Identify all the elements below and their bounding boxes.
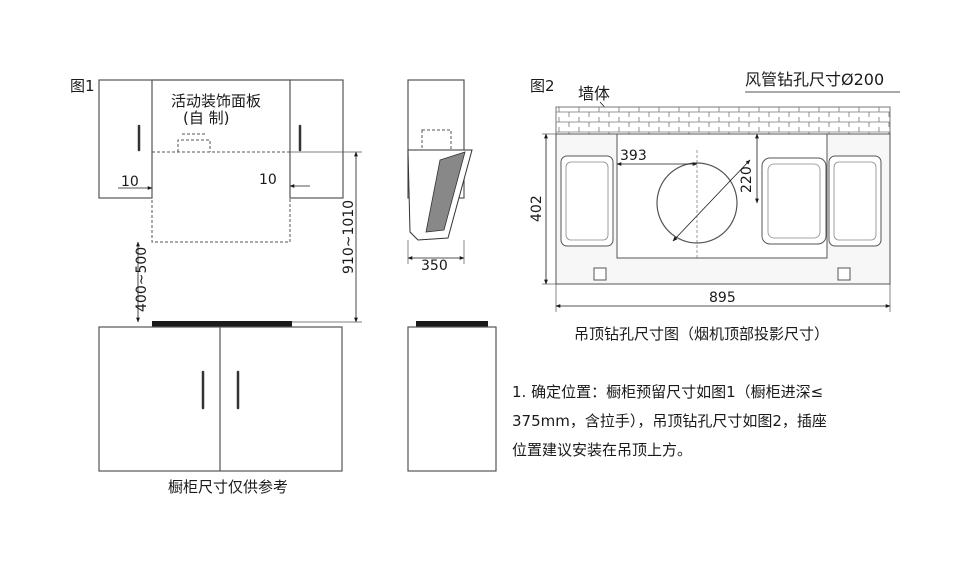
gap-right-dim: 10	[259, 172, 277, 188]
depth-dim: 350	[421, 258, 448, 274]
dim-220: 220	[739, 166, 755, 193]
figure-2-label: 图2	[530, 77, 555, 95]
panel-label: 活动装饰面板	[171, 92, 261, 110]
upper-cabinet-right	[289, 79, 344, 199]
dim-402: 402	[529, 195, 545, 222]
height-range-dim: 910~1010	[341, 200, 357, 274]
installation-note: 1. 确定位置：橱柜预留尺寸如图1（橱柜进深≤ 375mm，含拉手），吊顶钻孔尺…	[512, 378, 912, 465]
figure-1-label: 图1	[70, 77, 95, 95]
note-line-1: 1. 确定位置：橱柜预留尺寸如图1（橱柜进深≤	[512, 383, 824, 401]
cooktop	[152, 321, 292, 327]
dim-895: 895	[709, 290, 736, 306]
duct-label: 风管钻孔尺寸Ø200	[745, 70, 884, 89]
figure-1: 图1 活动装饰面板 (自 制) 10 10 910~1010 400~500	[70, 77, 497, 496]
figure-1-caption: 橱柜尺寸仅供参考	[168, 478, 288, 496]
wall-bricks	[555, 106, 891, 135]
note-line-2: 375mm，含拉手），吊顶钻孔尺寸如图2，插座	[512, 412, 827, 430]
panel-sub-label: (自 制)	[183, 109, 229, 127]
hood-outline	[151, 151, 291, 243]
side-lower-cabinet	[407, 326, 497, 472]
figure-2-caption: 吊顶钻孔尺寸图（烟机顶部投影尺寸）	[574, 325, 829, 343]
note-line-3: 位置建议安装在吊顶上方。	[512, 441, 693, 459]
gap-left-dim: 10	[121, 174, 139, 190]
low-range-dim: 400~500	[134, 247, 150, 312]
upper-cabinet-left	[98, 79, 153, 199]
wall-label: 墙体	[578, 84, 610, 103]
duct-outline	[177, 139, 211, 152]
figure-2: 图2 墙体 风管钻孔尺寸Ø200 393 220 4	[529, 70, 900, 343]
side-duct	[421, 129, 452, 151]
side-cooktop	[416, 321, 488, 327]
dim-393: 393	[620, 148, 647, 164]
